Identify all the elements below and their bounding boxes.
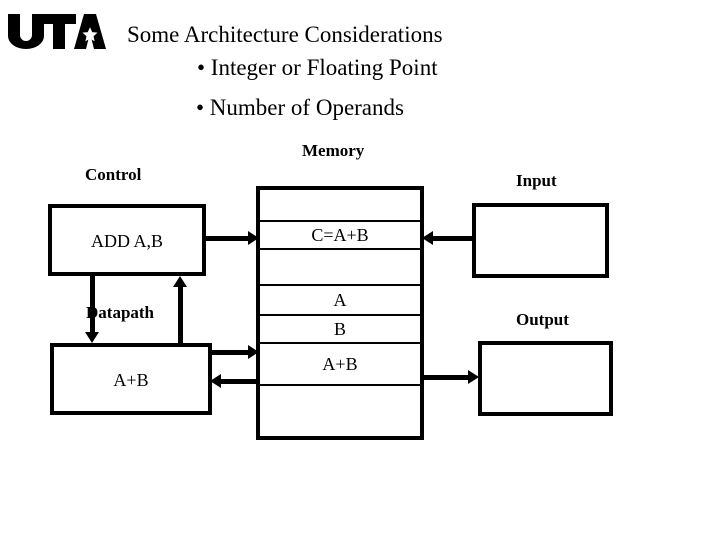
arrowhead-memory-to-output (468, 370, 479, 384)
memory-row (260, 386, 420, 436)
arrowhead-control-to-memory (248, 231, 259, 245)
connector-datapath-to-control (178, 282, 183, 343)
connector-control-to-datapath (90, 276, 95, 336)
label-input: Input (516, 171, 557, 190)
arrowhead-memory-to-datapath (210, 374, 221, 388)
memory-row (260, 190, 420, 222)
label-control: Control (85, 165, 142, 184)
output-box[interactable] (478, 341, 613, 416)
input-box[interactable] (472, 203, 609, 278)
memory-row (260, 250, 420, 286)
connector-datapath-to-memory (212, 350, 254, 355)
connector-control-to-memory (206, 236, 252, 241)
label-output: Output (516, 310, 569, 329)
datapath-box-text: A+B (113, 370, 149, 390)
connector-memory-to-datapath (216, 379, 258, 384)
memory-row: B (260, 316, 420, 344)
control-box-text: ADD A,B (90, 231, 163, 251)
memory-row: A (260, 286, 420, 316)
arrowhead-control-to-datapath (85, 332, 99, 343)
connector-input-to-memory (430, 236, 474, 241)
memory-row: C=A+B (260, 222, 420, 250)
memory-row: A+B (260, 344, 420, 386)
arrowhead-datapath-to-memory (248, 345, 259, 359)
title-bullet-1: • Integer or Floating Point (197, 55, 438, 80)
uta-logo (8, 14, 106, 49)
datapath-box[interactable]: A+B (50, 343, 212, 415)
label-datapath: Datapath (86, 303, 155, 322)
connector-memory-to-output (420, 375, 472, 380)
control-box[interactable]: ADD A,B (48, 204, 206, 276)
arrowhead-datapath-to-control (173, 276, 187, 287)
label-memory: Memory (302, 141, 365, 160)
arrowhead-input-to-memory (422, 231, 433, 245)
title-bullet-2: • Number of Operands (196, 95, 404, 120)
slide-title: Some Architecture Considerations (127, 22, 443, 47)
